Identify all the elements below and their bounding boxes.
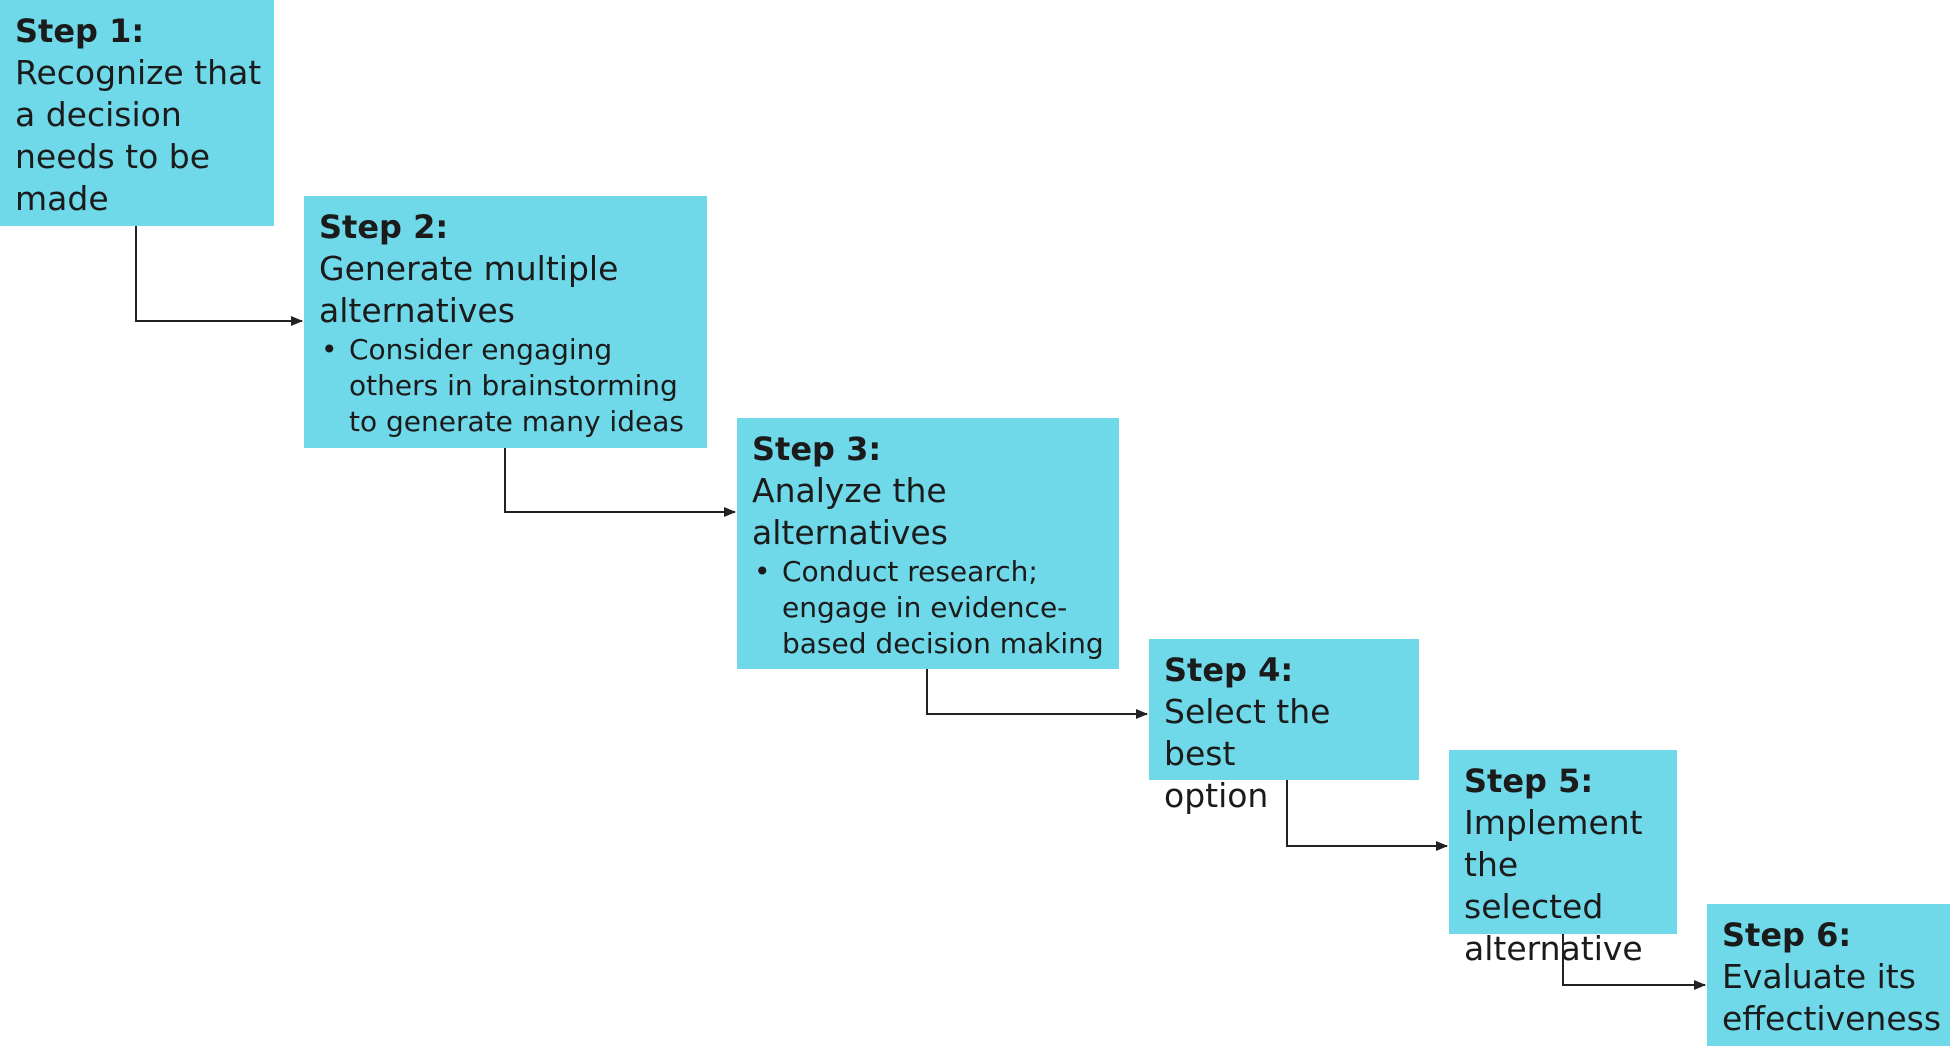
- step-1-box: Step 1: Recognize that a decision needs …: [0, 0, 274, 226]
- step-3-bullet-item: • Conduct research;: [752, 554, 1107, 590]
- connector-step4-to-step5: [1286, 780, 1448, 851]
- step-2-bullet-continuation: to generate many ideas: [319, 404, 695, 440]
- step-3-title: Step 3:: [752, 430, 882, 468]
- step-2-bullet-line: Consider engaging: [349, 333, 613, 366]
- step-6-title: Step 6:: [1722, 916, 1852, 954]
- step-1-text-line: needs to be: [15, 137, 211, 176]
- step-5-box: Step 5: Implement the selected alternati…: [1449, 750, 1677, 968]
- step-5-text-line: alternative: [1464, 929, 1643, 968]
- step-2-bullet-continuation: others in brainstorming: [319, 368, 695, 404]
- step-1-text-line: made: [15, 179, 109, 218]
- step-3-text-line: Analyze the: [752, 471, 947, 510]
- step-4-text-line: option: [1164, 776, 1269, 815]
- step-3-bullet-line: based decision making: [782, 627, 1104, 660]
- step-3-bullet-line: Conduct research;: [782, 555, 1038, 588]
- step-2-bullet-item: • Consider engaging: [319, 332, 695, 368]
- step-2-box: Step 2: Generate multiple alternatives •…: [304, 196, 707, 448]
- step-6-box: Step 6: Evaluate its effectiveness: [1707, 904, 1950, 1046]
- step-1-text-line: Recognize that: [15, 53, 262, 92]
- step-2-bullet-list: • Consider engaging others in brainstorm…: [319, 332, 695, 440]
- step-2-bullet-line: others in brainstorming: [349, 369, 678, 402]
- step-3-bullet-continuation: engage in evidence-: [752, 590, 1107, 626]
- bullet-icon: •: [321, 333, 338, 366]
- connector-step2-to-step3: [504, 448, 736, 517]
- step-1-text-line: a decision: [15, 95, 182, 134]
- step-3-bullet-list: • Conduct research; engage in evidence- …: [752, 554, 1107, 662]
- step-1-title: Step 1:: [15, 12, 145, 50]
- step-2-text-line: alternatives: [319, 291, 515, 330]
- step-3-bullet-continuation: based decision making: [752, 626, 1107, 662]
- step-2-bullet-line: to generate many ideas: [349, 405, 684, 438]
- bullet-icon: •: [754, 555, 771, 588]
- step-4-box: Step 4: Select the best option: [1149, 639, 1419, 815]
- step-5-title: Step 5:: [1464, 762, 1594, 800]
- step-2-text-line: Generate multiple: [319, 249, 619, 288]
- step-5-text-line: Implement: [1464, 803, 1643, 842]
- step-5-text-line: the selected: [1464, 845, 1604, 926]
- connector-step3-to-step4: [926, 669, 1148, 719]
- step-3-text-line: alternatives: [752, 513, 948, 552]
- step-6-text-line: effectiveness: [1722, 999, 1942, 1038]
- step-2-title: Step 2:: [319, 208, 449, 246]
- step-3-box: Step 3: Analyze the alternatives • Condu…: [737, 418, 1119, 669]
- connector-step1-to-step2: [135, 226, 303, 326]
- step-4-title: Step 4:: [1164, 651, 1294, 689]
- step-6-text-line: Evaluate its: [1722, 957, 1916, 996]
- connector-step5-to-step6: [1562, 934, 1706, 990]
- step-4-text-line: Select the best: [1164, 692, 1331, 773]
- step-3-bullet-line: engage in evidence-: [782, 591, 1068, 624]
